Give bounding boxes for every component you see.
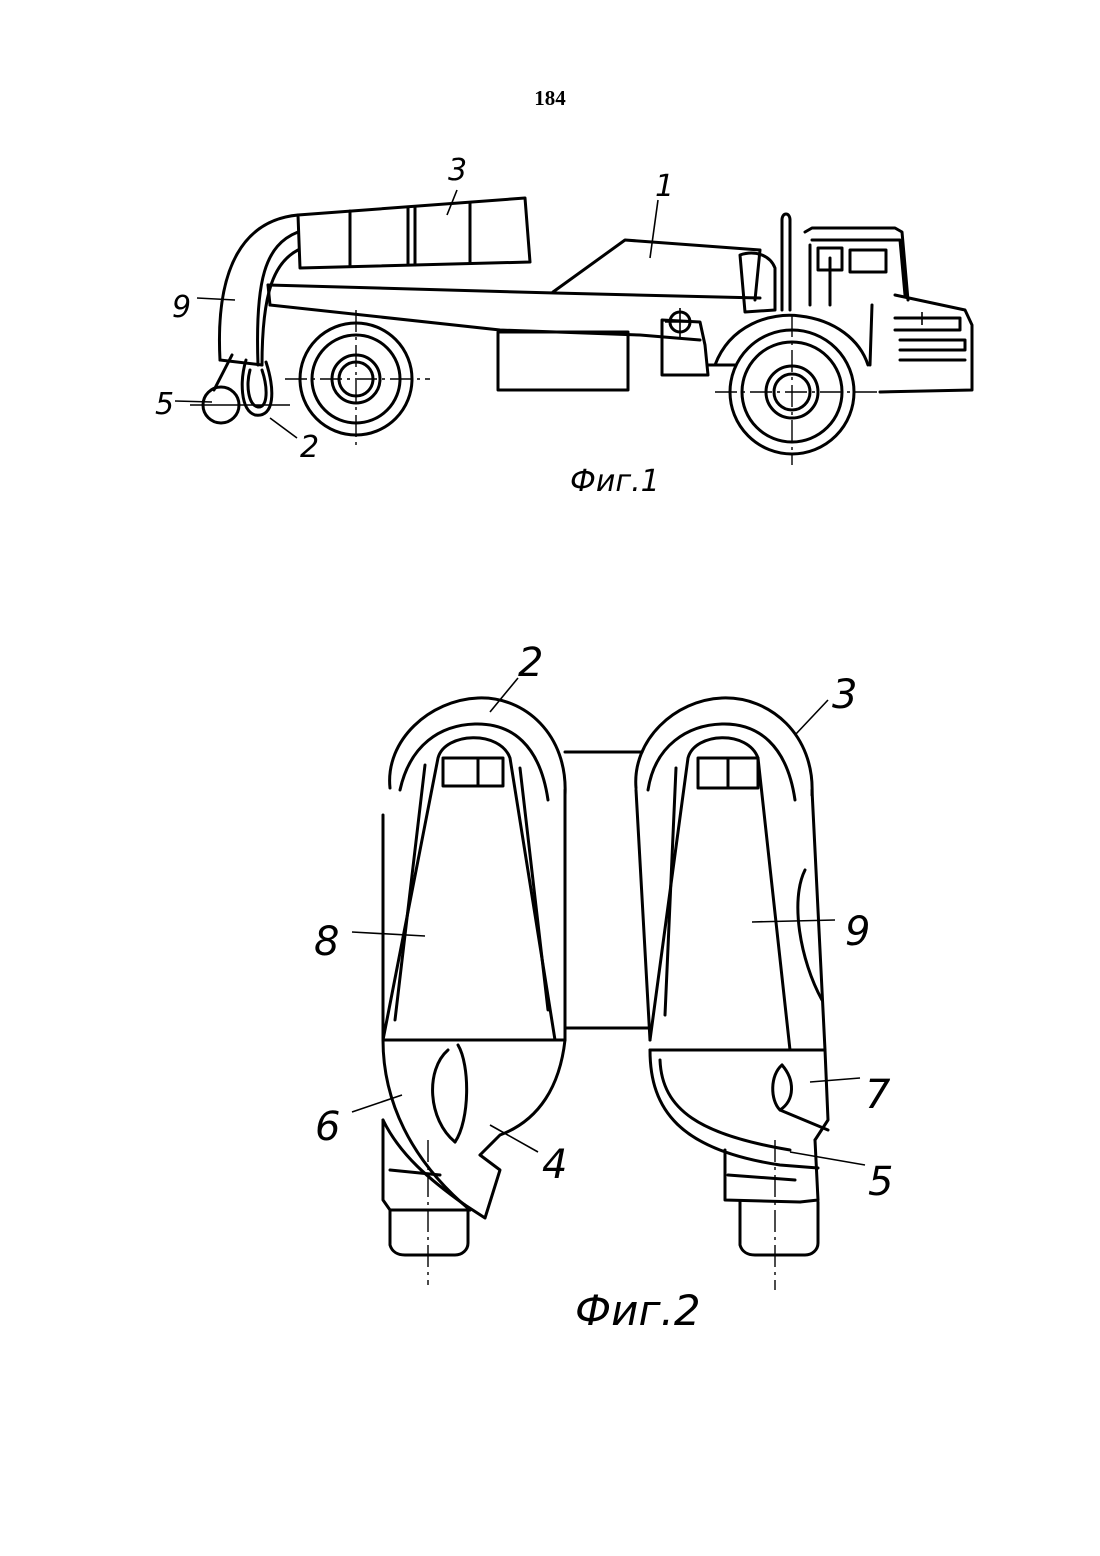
left-unit: [383, 698, 565, 1285]
fig2-label-5: 5: [868, 1159, 893, 1205]
fig2-label-9: 9: [845, 909, 870, 955]
fig1-caption: Фиг.1: [570, 464, 660, 499]
body-housing: [553, 240, 760, 300]
fig2-label-6: 6: [315, 1104, 340, 1150]
hitch: [662, 308, 735, 375]
fig2-label-2: 2: [518, 640, 543, 686]
front-wheel: [715, 315, 880, 465]
fig1-label-2: 2: [300, 430, 319, 465]
fig1-label-3: 3: [448, 153, 467, 188]
tractor-cab: [740, 214, 972, 392]
curved-conveyor: [219, 215, 298, 365]
under-box: [498, 332, 628, 390]
fig1-label-9: 9: [172, 290, 191, 325]
right-unit: [636, 698, 828, 1290]
fig2-label-8: 8: [314, 919, 339, 965]
fig2-label-7: 7: [865, 1072, 891, 1118]
figure-2: 2 3 8 9 7 6 4 5 Фиг.2: [314, 640, 893, 1335]
fig1-label-5: 5: [155, 387, 174, 422]
front-drums: [190, 355, 290, 423]
fig2-label-4: 4: [542, 1142, 567, 1188]
fig2-caption: Фиг.2: [575, 1286, 701, 1335]
hopper: [298, 198, 530, 268]
figure-1: 3 1 9 5 2 Фиг.1: [155, 153, 972, 499]
rear-wheel: [285, 310, 430, 450]
fig2-label-3: 3: [832, 672, 857, 718]
fig1-label-1: 1: [655, 169, 674, 204]
